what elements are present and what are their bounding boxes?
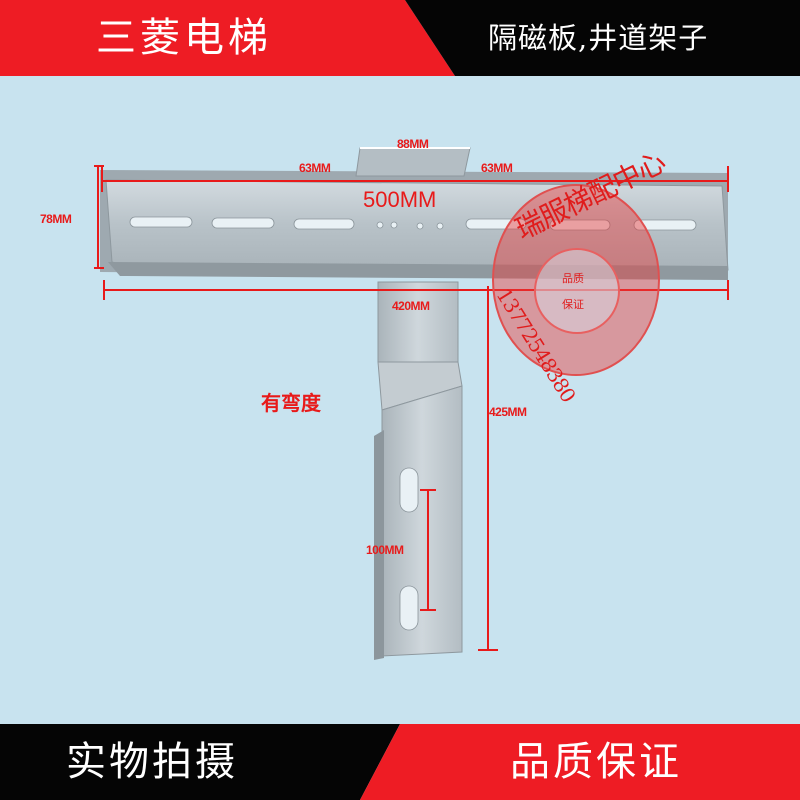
- stamp-center-line1: 品质: [562, 272, 584, 285]
- dim-label-right-offset: 63MM: [481, 161, 513, 175]
- bar-slot: [211, 217, 275, 229]
- top-banner-shapes: [0, 0, 800, 76]
- vertical-lower-strip: [381, 385, 463, 657]
- bottom-banner-red-panel: [360, 724, 800, 800]
- dim-label-hole-spacing: 100MM: [366, 543, 404, 557]
- dim-label-inner-length: 420MM: [392, 299, 430, 313]
- bend-note: 有弯度: [261, 393, 321, 415]
- top-banner-red-panel: [0, 0, 455, 76]
- quality-label: 品质保证: [510, 739, 682, 785]
- bar-slot: [129, 216, 193, 228]
- dim-label-total-length: 500MM: [363, 187, 437, 212]
- bottom-banner-black-panel: [0, 724, 400, 800]
- vertical-side-flange: [374, 430, 384, 660]
- vertical-slot-upper: [399, 467, 419, 513]
- dim-label-top-tab: 88MM: [397, 137, 429, 151]
- quality-stamp: 瑞服梯配中心 品质 保证 13772548380: [492, 145, 671, 406]
- product-title: 隔磁板,井道架子: [488, 21, 709, 55]
- dim-label-vertical-length: 425MM: [489, 405, 527, 419]
- stamp-inner-ring: [534, 248, 620, 334]
- real-photo-label: 实物拍摄: [66, 739, 238, 785]
- bar-hole: [376, 221, 384, 229]
- top-tab: [355, 147, 471, 177]
- bar-hole: [416, 222, 424, 230]
- top-banner-black-panel: [405, 0, 800, 76]
- vertical-slot-lower: [399, 585, 419, 631]
- bottom-banner: 实物拍摄 品质保证: [0, 724, 800, 800]
- vertical-bar: [374, 281, 463, 660]
- stamp-center-line2: 保证: [562, 298, 584, 311]
- bottom-banner-shapes: [0, 724, 800, 800]
- dim-label-height: 78MM: [40, 212, 72, 226]
- stamp-outer-ring: [492, 184, 660, 376]
- vertical-upper-strip: [377, 281, 459, 363]
- dim-label-left-offset: 63MM: [299, 161, 331, 175]
- bracket-photo: [94, 147, 729, 660]
- top-banner: 三菱电梯 隔磁板,井道架子: [0, 0, 800, 76]
- bar-hole: [390, 221, 398, 229]
- bar-slot: [293, 218, 355, 230]
- bar-hole: [436, 222, 444, 230]
- brand-title: 三菱电梯: [96, 15, 272, 61]
